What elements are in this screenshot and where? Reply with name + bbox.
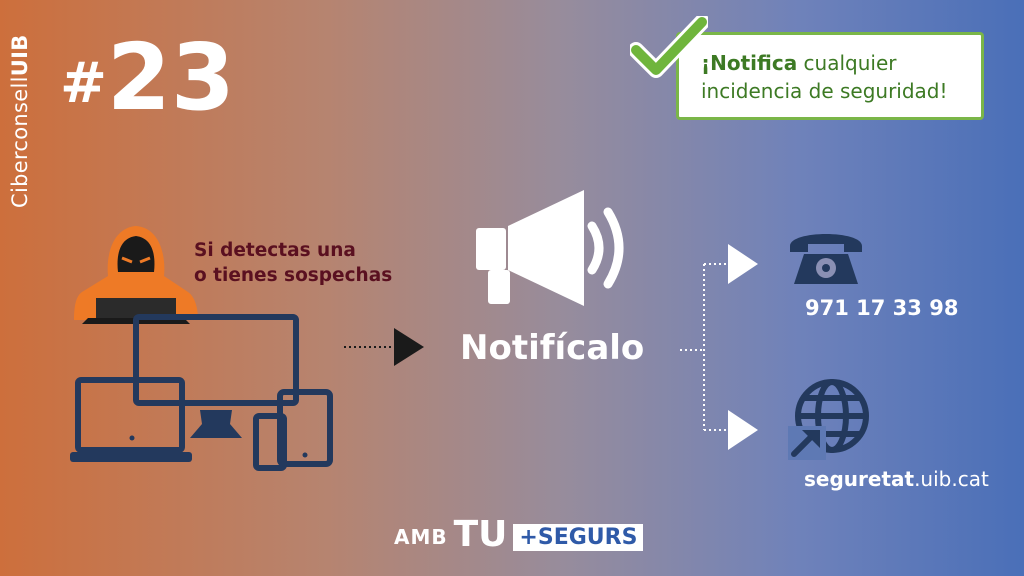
arrow-right-icon — [728, 410, 758, 450]
hacker-icon — [74, 226, 198, 324]
devices-icon — [70, 314, 333, 471]
branch-arrows — [680, 244, 758, 450]
notice-line-1: ¡Notifica cualquier — [701, 49, 971, 77]
megaphone-icon — [476, 190, 624, 306]
footer-mes: +SEGURS — [513, 524, 644, 551]
arrow-right-icon — [344, 328, 424, 366]
telephone-icon — [790, 234, 862, 284]
footer-tu: TU — [453, 514, 508, 555]
suspect-text: Si detectas una o tienes sospechas — [194, 238, 392, 288]
checkmark-icon — [630, 16, 708, 78]
notice-line1-rest: cualquier — [797, 51, 897, 75]
action-label: Notifícalo — [460, 328, 645, 368]
arrow-right-icon — [728, 244, 758, 284]
campaign-footer: AMB TU +SEGURS — [394, 514, 644, 555]
brand-suffix: UIB — [8, 34, 32, 77]
suspect-line-1: Si detectas una — [194, 240, 356, 261]
tip-number: #23 — [60, 32, 235, 124]
brand-prefix: Ciberconsell — [8, 76, 32, 208]
website-rest: .uib.cat — [914, 467, 989, 491]
suspect-line-2: o tienes sospechas — [194, 265, 393, 286]
notice-bold: ¡Notifica — [701, 51, 798, 75]
notice-line-2: incidencia de seguridad! — [701, 79, 948, 103]
phone-number: 971 17 33 98 — [805, 296, 959, 320]
website-url: seguretat.uib.cat — [804, 467, 989, 491]
website-bold: seguretat — [804, 467, 915, 491]
footer-amb: AMB — [394, 525, 448, 549]
notice-box: ¡Notifica cualquier incidencia de seguri… — [676, 32, 984, 120]
tip-hash: # — [60, 51, 107, 116]
tip-digits: 23 — [106, 24, 235, 131]
brand-label: CiberconsellUIB — [8, 34, 32, 208]
globe-icon — [788, 379, 869, 460]
